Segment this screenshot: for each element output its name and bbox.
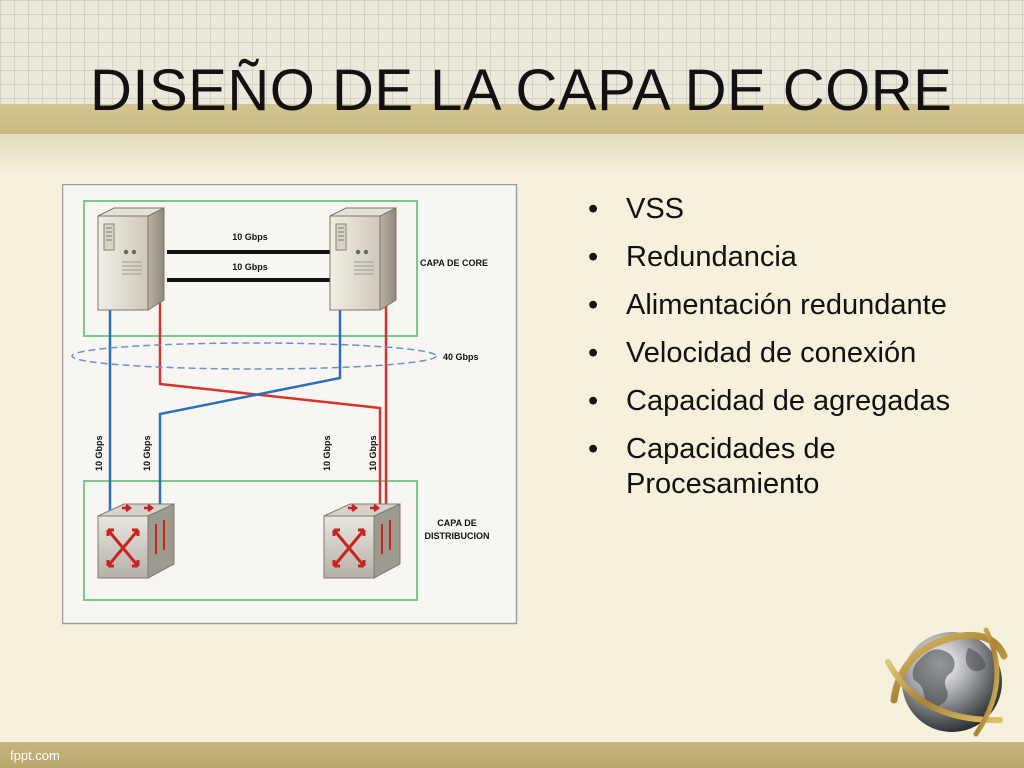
bullet-dot: • xyxy=(588,337,599,369)
bullet-dot: • xyxy=(588,433,599,465)
uplink-label-4: 10 Gbps xyxy=(368,435,378,471)
uplink-label-1: 10 Gbps xyxy=(94,435,104,471)
distribution-layer-label-2: DISTRIBUCION xyxy=(425,531,490,541)
server-tower-icon xyxy=(97,207,165,311)
bullet-dot: • xyxy=(588,193,599,225)
core-switch-right xyxy=(329,207,397,311)
footer-band xyxy=(0,742,1024,768)
ring-label: 40 Gbps xyxy=(443,352,479,362)
globe-icon xyxy=(885,627,1008,737)
bullet-text: Capacidades de Procesamiento xyxy=(626,433,836,500)
uplink-label-3: 10 Gbps xyxy=(322,435,332,471)
bullet-text: VSS xyxy=(626,193,685,225)
distribution-layer-label-1: CAPA DE xyxy=(437,518,477,528)
bullet-list: • VSS • Redundancia • Alimentación redundan… xyxy=(588,192,1008,515)
footer-brand: fppt.com xyxy=(10,748,60,763)
bullet-text: Redundancia xyxy=(626,241,797,273)
distribution-switch-left xyxy=(97,503,175,579)
router-cube-icon xyxy=(97,503,175,579)
router-cube-icon xyxy=(323,503,401,579)
vss-ring xyxy=(71,342,437,370)
bullet-item: • Redundancia xyxy=(588,240,1008,275)
header-grid-pattern xyxy=(0,0,1024,110)
core-link-top-label: 10 Gbps xyxy=(232,232,268,242)
header-gold-band xyxy=(0,104,1024,134)
slide-title: DISEÑO DE LA CAPA DE CORE xyxy=(90,58,953,123)
bullet-dot: • xyxy=(588,289,599,321)
uplink-blue-right xyxy=(158,296,342,519)
header-fade xyxy=(0,134,1024,174)
bullet-item: • Capacidades de Procesamiento xyxy=(588,432,1008,502)
bullet-text: Capacidad de agregadas xyxy=(626,385,951,417)
core-layer-label: CAPA DE CORE xyxy=(420,258,488,268)
bullet-item: • Capacidad de agregadas xyxy=(588,384,1008,419)
server-tower-icon xyxy=(329,207,397,311)
bullet-text: Velocidad de conexión xyxy=(626,337,917,369)
core-link-bottom-label: 10 Gbps xyxy=(232,262,268,272)
bullet-item: • VSS xyxy=(588,192,1008,227)
uplink-label-2: 10 Gbps xyxy=(142,435,152,471)
uplink-red-left xyxy=(158,296,382,506)
bullet-dot: • xyxy=(588,385,599,417)
bullet-item: • Alimentación redundante xyxy=(588,288,1008,323)
core-switch-left xyxy=(97,207,165,311)
bullet-dot: • xyxy=(588,241,599,273)
bullet-text: Alimentación redundante xyxy=(626,289,947,321)
distribution-switch-right xyxy=(323,503,401,579)
network-diagram: 10 Gbps 10 Gbps 40 Gbps CAPA DE CORE CAP… xyxy=(62,184,518,625)
bullet-item: • Velocidad de conexión xyxy=(588,336,1008,371)
